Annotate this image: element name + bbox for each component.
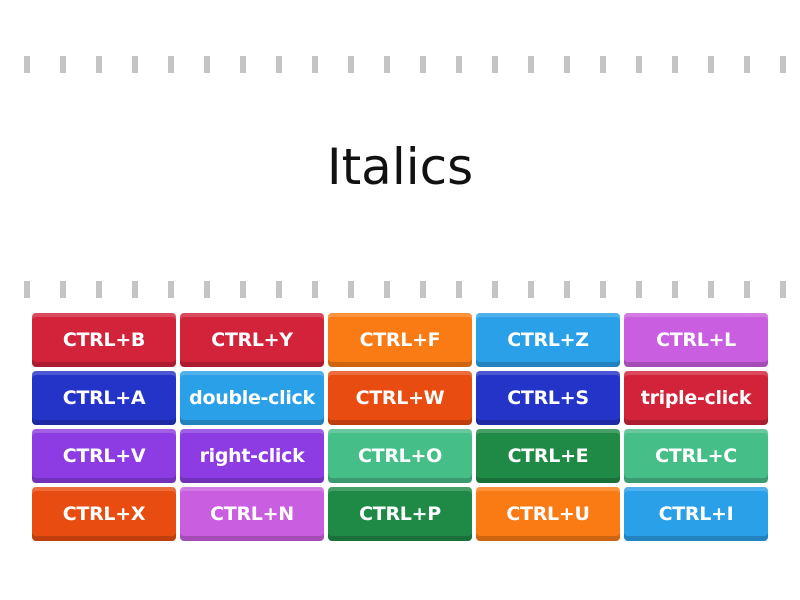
answer-tile[interactable]: CTRL+O [328, 429, 472, 483]
answer-tile[interactable]: CTRL+B [32, 313, 176, 367]
answer-tile[interactable]: CTRL+A [32, 371, 176, 425]
answer-tile[interactable]: double-click [180, 371, 324, 425]
answer-tile[interactable]: CTRL+E [476, 429, 620, 483]
answer-tile[interactable]: CTRL+L [624, 313, 768, 367]
bottom-dashed-divider [0, 281, 800, 298]
answer-tile[interactable]: right-click [180, 429, 324, 483]
prompt-title: Italics [326, 138, 474, 196]
answer-tile[interactable]: CTRL+Y [180, 313, 324, 367]
answer-tile[interactable]: CTRL+U [476, 487, 620, 541]
answer-tile[interactable]: CTRL+X [32, 487, 176, 541]
top-dashed-divider [0, 56, 800, 73]
answer-tile[interactable]: CTRL+C [624, 429, 768, 483]
answer-tile[interactable]: CTRL+F [328, 313, 472, 367]
answer-tile[interactable]: CTRL+V [32, 429, 176, 483]
answer-tile[interactable]: CTRL+I [624, 487, 768, 541]
answer-tile[interactable]: CTRL+W [328, 371, 472, 425]
answer-tile[interactable]: triple-click [624, 371, 768, 425]
answer-tile[interactable]: CTRL+P [328, 487, 472, 541]
answer-tile[interactable]: CTRL+S [476, 371, 620, 425]
answer-tile[interactable]: CTRL+Z [476, 313, 620, 367]
answer-tile[interactable]: CTRL+N [180, 487, 324, 541]
